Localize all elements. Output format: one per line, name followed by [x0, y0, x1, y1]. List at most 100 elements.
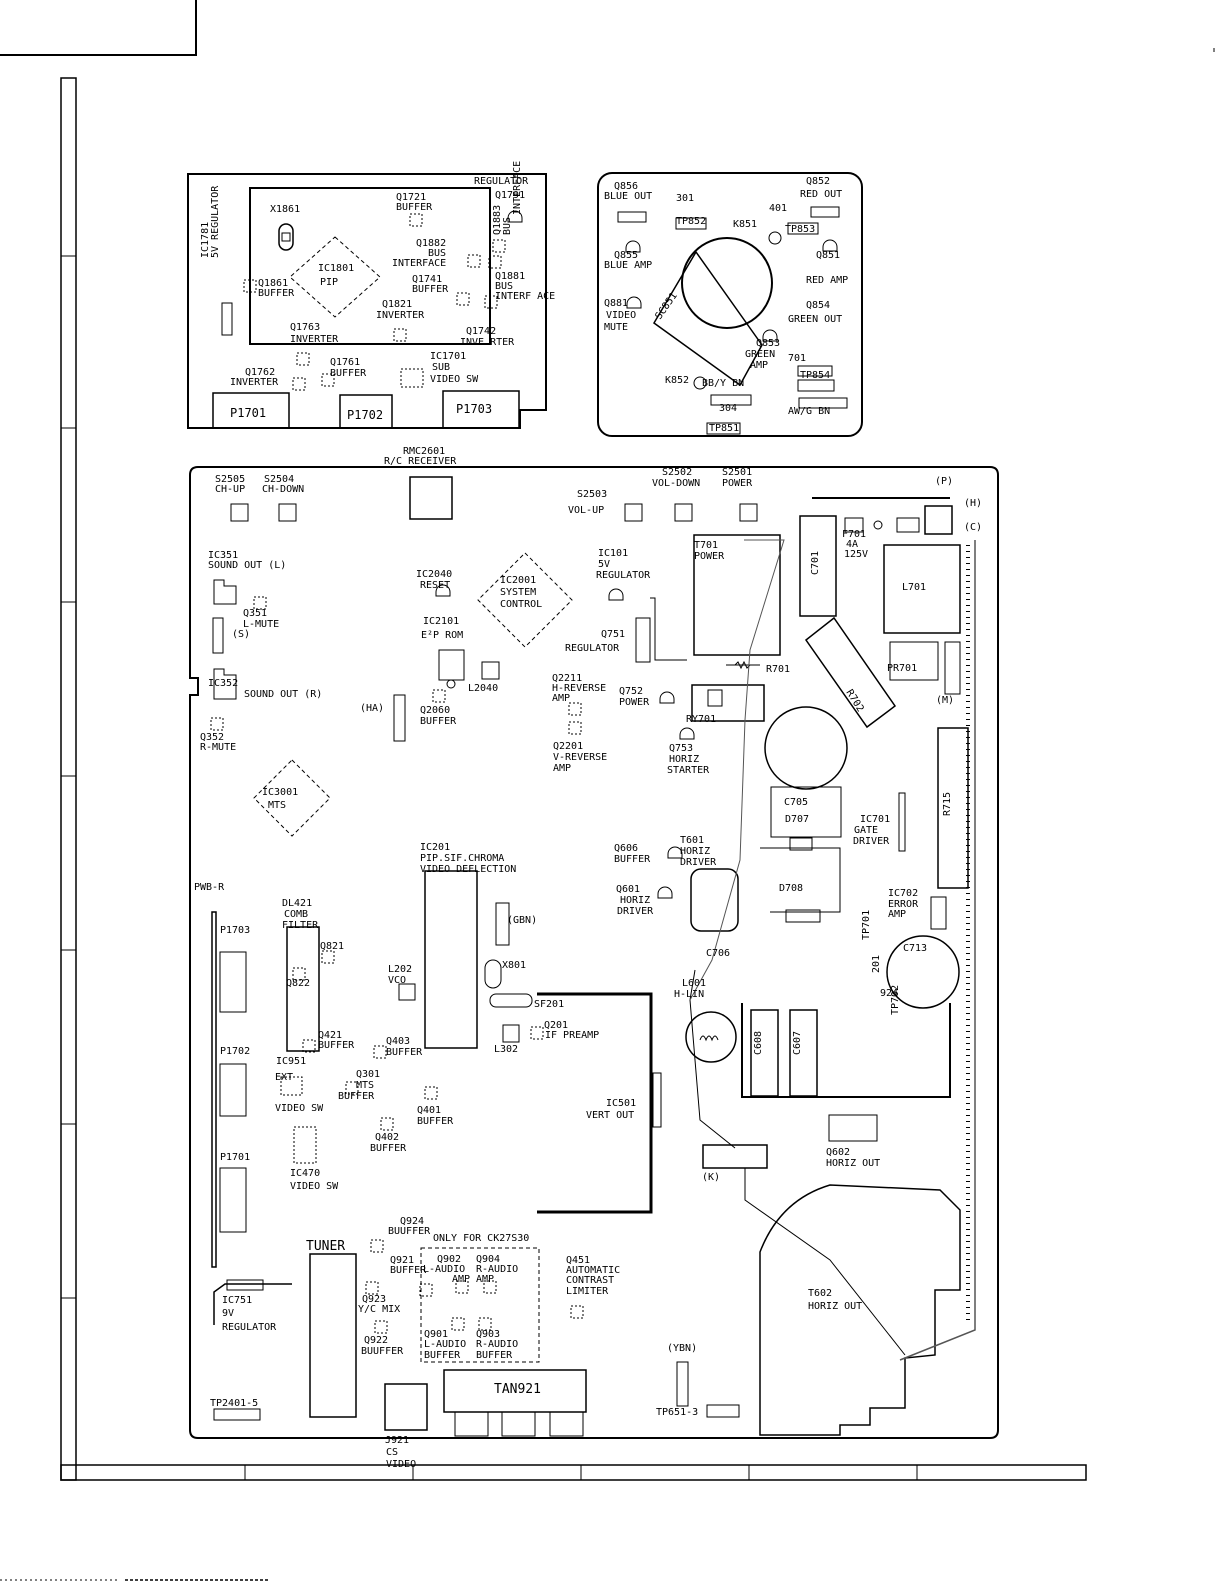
pip-board-label: INTERFACE	[512, 161, 523, 215]
main-board-label: Q352	[200, 732, 224, 743]
main-board-label: C706	[706, 948, 730, 959]
main-board-label: BUFFER	[417, 1116, 454, 1127]
main-board-label: S2501	[722, 467, 752, 478]
pip-board-label: BUFFER	[396, 202, 433, 213]
main-board-label: ONLY FOR CK27S30	[433, 1233, 529, 1244]
crt-board-label: 304	[719, 403, 737, 414]
main-board-label: C701	[810, 551, 821, 575]
main-board-label: L2040	[468, 683, 498, 694]
main-board-label: T701	[694, 540, 718, 551]
main-board-label: CS	[386, 1447, 398, 1458]
main-board-label: Q902	[437, 1254, 461, 1265]
main-board-label: (P)	[935, 476, 953, 487]
crt-board-label: TP853	[785, 224, 815, 235]
pip-board-label: Q1791	[495, 190, 525, 201]
main-board-label: IC351	[208, 550, 238, 561]
main-board-label: HORIZ OUT	[826, 1158, 880, 1169]
crt-board-label: GREEN	[745, 349, 775, 360]
main-board-label: BUFFER	[370, 1143, 407, 1154]
crt-board-label: AW/G BN	[788, 406, 830, 417]
main-board-label: L302	[494, 1044, 518, 1055]
pip-board-label: PIP	[320, 277, 338, 288]
pip-board-label: BUS	[495, 281, 513, 292]
main-board-label: AMP	[476, 1274, 494, 1285]
crt-board-label: Q853	[756, 338, 780, 349]
main-board-label: S2504	[264, 474, 294, 485]
main-board-label: Q923	[362, 1294, 386, 1305]
main-board-label: IC101	[598, 548, 628, 559]
pip-board-label: Q1763	[290, 322, 320, 333]
main-board-label: (YBN)	[667, 1343, 697, 1354]
main-board-label: Q2201	[553, 741, 583, 752]
main-board-label: TP702	[890, 985, 901, 1015]
main-board-label: COMB	[284, 909, 308, 920]
main-board-label: IC702	[888, 888, 918, 899]
main-board-label: AMP	[552, 693, 570, 704]
main-board-label: DRIVER	[853, 836, 890, 847]
main-board-label: J921	[385, 1435, 409, 1446]
main-board-label: Q421	[318, 1030, 342, 1041]
crt-board-label: 301	[676, 193, 694, 204]
main-board-label: STARTER	[667, 765, 710, 776]
crt-board-label: K851	[733, 219, 757, 230]
main-board-label: BUUFFER	[361, 1346, 404, 1357]
main-board-label: HORIZ	[620, 895, 650, 906]
main-board-label: S2503	[577, 489, 607, 500]
pip-board	[187, 173, 547, 429]
main-board-label: D708	[779, 883, 803, 894]
main-board-label: AMP	[553, 763, 571, 774]
main-board-label: CH-UP	[215, 484, 245, 495]
main-board-label: MTS	[268, 800, 286, 811]
main-board-label: P1703	[220, 925, 250, 936]
pip-board-label: INTERFACE	[392, 258, 446, 269]
pip-connector-label: P1701	[230, 406, 266, 420]
crt-board-label: MUTE	[604, 322, 628, 333]
crt-board-label: K852	[665, 375, 689, 386]
main-board-label: (HA)	[360, 703, 384, 714]
main-board-label: BUFFER	[476, 1350, 513, 1361]
main-board-label: V-REVERSE	[553, 752, 607, 763]
pip-board-label: INVERTER	[290, 334, 339, 345]
crt-board-label: BLUE AMP	[604, 260, 652, 271]
crt-board-label: Q851	[816, 250, 840, 261]
main-board-label: VOL-DOWN	[652, 478, 700, 489]
main-board-label: Q903	[476, 1329, 500, 1340]
main-board	[189, 466, 999, 1439]
pip-board-label: BUS	[428, 248, 446, 259]
crt-board-label: 701	[788, 353, 806, 364]
main-board-label: 5V	[598, 559, 610, 570]
pip-board-label: Q1742	[466, 326, 496, 337]
main-board-label: T601	[680, 835, 704, 846]
main-board-label: POWER	[722, 478, 753, 489]
pip-board-label: SUB	[432, 362, 450, 373]
main-board-label: R702	[843, 688, 865, 714]
main-board-label: POWER	[694, 551, 725, 562]
crt-board-label: TP852	[676, 216, 706, 227]
main-board-label: Q821	[320, 941, 344, 952]
crt-board-label: Q854	[806, 300, 830, 311]
main-board-label: (K)	[702, 1172, 720, 1183]
main-board-label: IC352	[208, 678, 238, 689]
main-board-label: BUFFER	[318, 1040, 355, 1051]
pip-board-label: INTERF ACE	[495, 291, 555, 302]
main-board-label: Q751	[601, 629, 625, 640]
main-board-label: DRIVER	[680, 857, 717, 868]
main-board-label: Q602	[826, 1147, 850, 1158]
crt-board-label: 401	[769, 203, 787, 214]
main-board-label: R715	[942, 792, 953, 816]
main-board-label: Q606	[614, 843, 638, 854]
main-board-label: 9V	[222, 1308, 234, 1319]
main-board-label: PR701	[887, 663, 917, 674]
pip-board-label: BUS	[502, 217, 513, 235]
main-board-label: R-AUDIO	[476, 1339, 518, 1350]
pip-connector-label: P1703	[456, 402, 492, 416]
crt-board-label: Q881	[604, 298, 628, 309]
main-board-label: REGULATOR	[596, 570, 651, 581]
main-board-label: HORIZ OUT	[808, 1301, 862, 1312]
main-board-label: D707	[785, 814, 809, 825]
main-board-label: P1701	[220, 1152, 250, 1163]
pip-board-label: INVERTER	[376, 310, 425, 321]
pip-board-label: Q1762	[245, 367, 275, 378]
